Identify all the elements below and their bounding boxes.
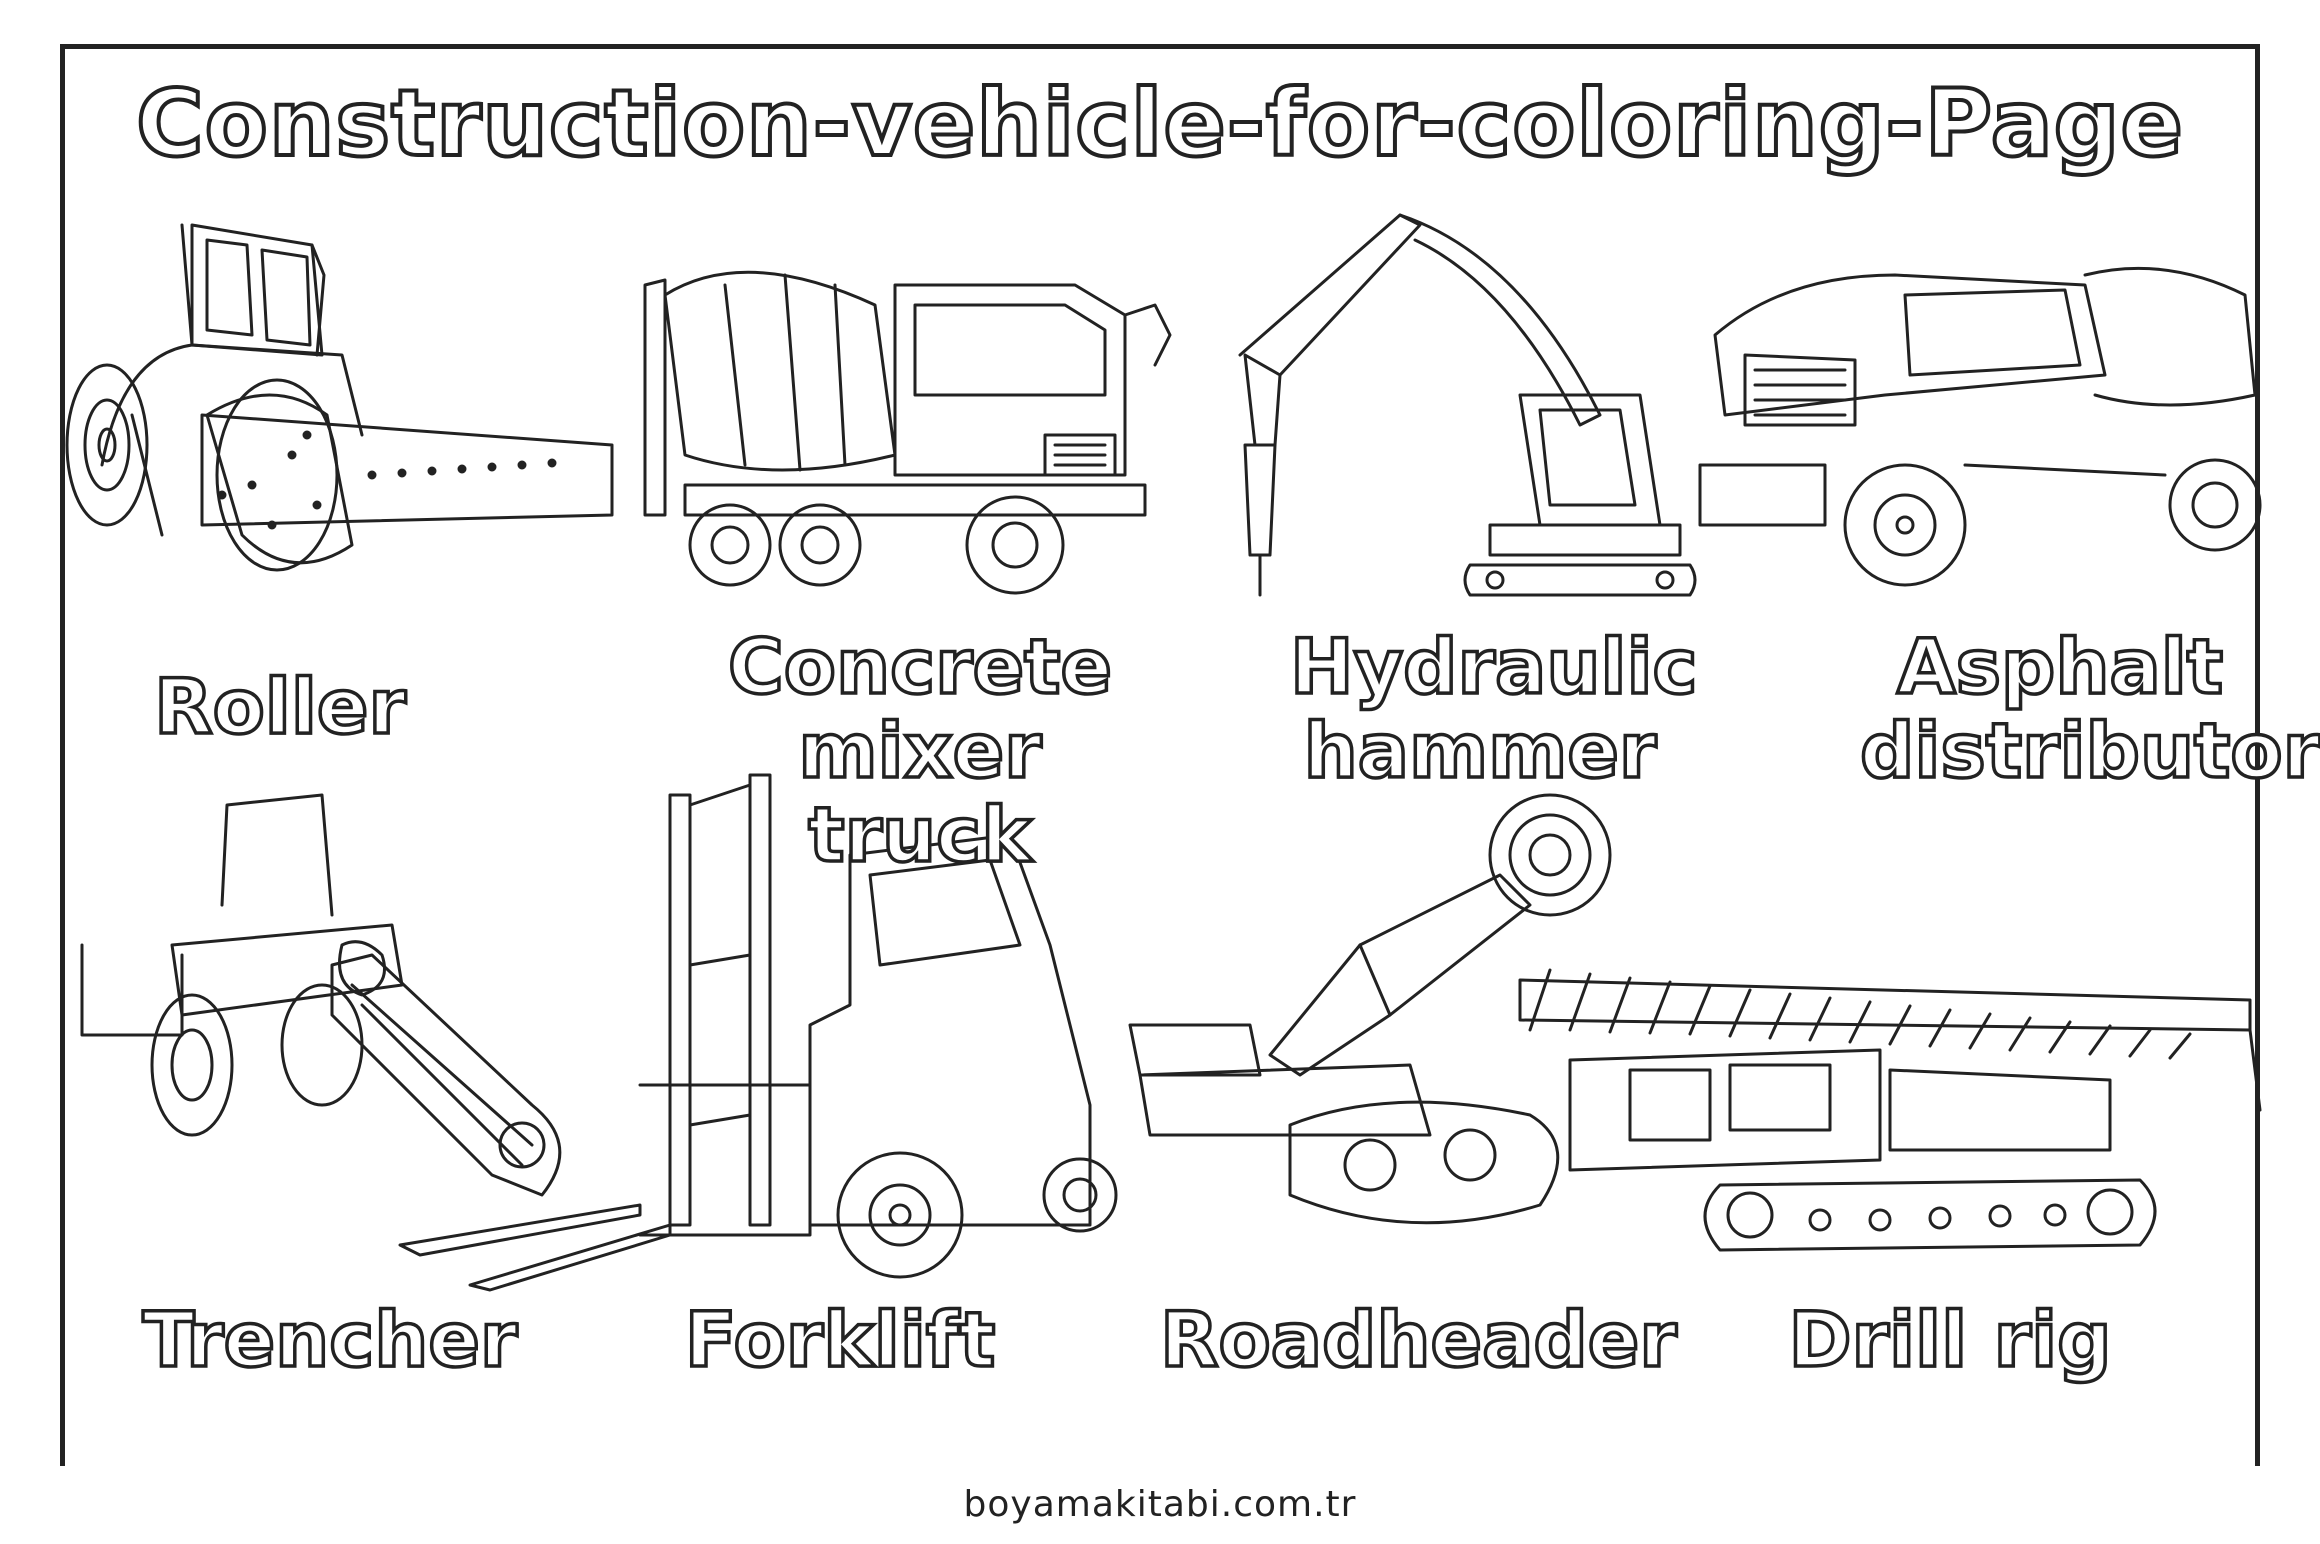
vehicle-label-asphalt-distributor: Asphalt distributor	[1858, 622, 2320, 795]
page-frame	[60, 44, 2260, 1466]
vehicle-label-concrete-mixer-truck: Concrete mixer truck	[726, 622, 1114, 879]
vehicle-label-roller: Roller	[152, 662, 407, 751]
roadheader-icon	[1128, 793, 1612, 1225]
trencher-icon	[80, 793, 562, 1197]
vehicle-label-hydraulic-hammer: Hydraulic hammer	[1288, 622, 1699, 795]
vehicle-label-roadheader: Roadheader	[1158, 1295, 1678, 1384]
vehicle-label-forklift: Forklift	[683, 1295, 997, 1384]
concrete-mixer-truck-icon	[643, 270, 1172, 595]
drill-rig-icon	[1518, 968, 2262, 1252]
forklift-icon	[398, 773, 1118, 1292]
hydraulic-hammer-icon	[1238, 213, 1697, 597]
asphalt-distributor-icon	[1698, 266, 2262, 587]
page-title: Construction-vehicle-for-coloring-Page	[134, 68, 2185, 179]
vehicle-label-drill-rig: Drill rig	[1787, 1295, 2114, 1384]
roller-icon	[65, 223, 614, 572]
vehicle-label-trencher: Trencher	[141, 1295, 519, 1384]
footer-site-name: boyamakitabi.com.tr	[963, 1484, 1357, 1525]
